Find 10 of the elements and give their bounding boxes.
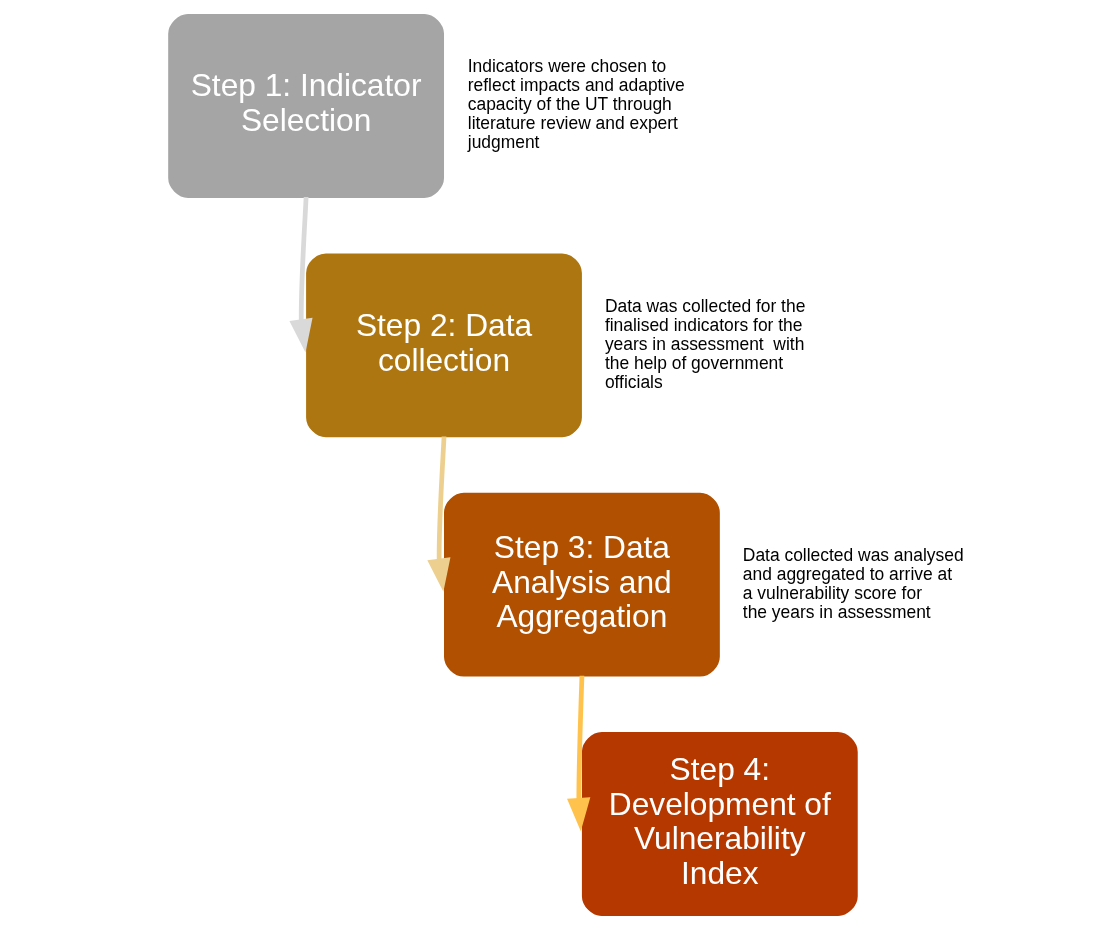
arrow [567,675,591,832]
node-box: Step 1: Indicator Selection [168,14,444,198]
node-box: Step 3: Data Analysis and Aggregation [444,492,720,677]
node-label: Data was collected for the finalised indicators for the years in assessment with the help of government officials [604,295,806,392]
node-label: Indicators were chosen to reflect impacts and adaptive capacity of the UT through literature review and expert judgment [467,56,685,153]
arrow [427,436,451,592]
node-box: Step 4: Development of Vulnerability Index [581,732,858,916]
node-box: Step 2: Data collection [306,253,582,438]
arrow [289,197,313,353]
node-label: Data collected was analysed and aggregated to arrive at a vulnerability score for the years in assessment [742,544,964,622]
